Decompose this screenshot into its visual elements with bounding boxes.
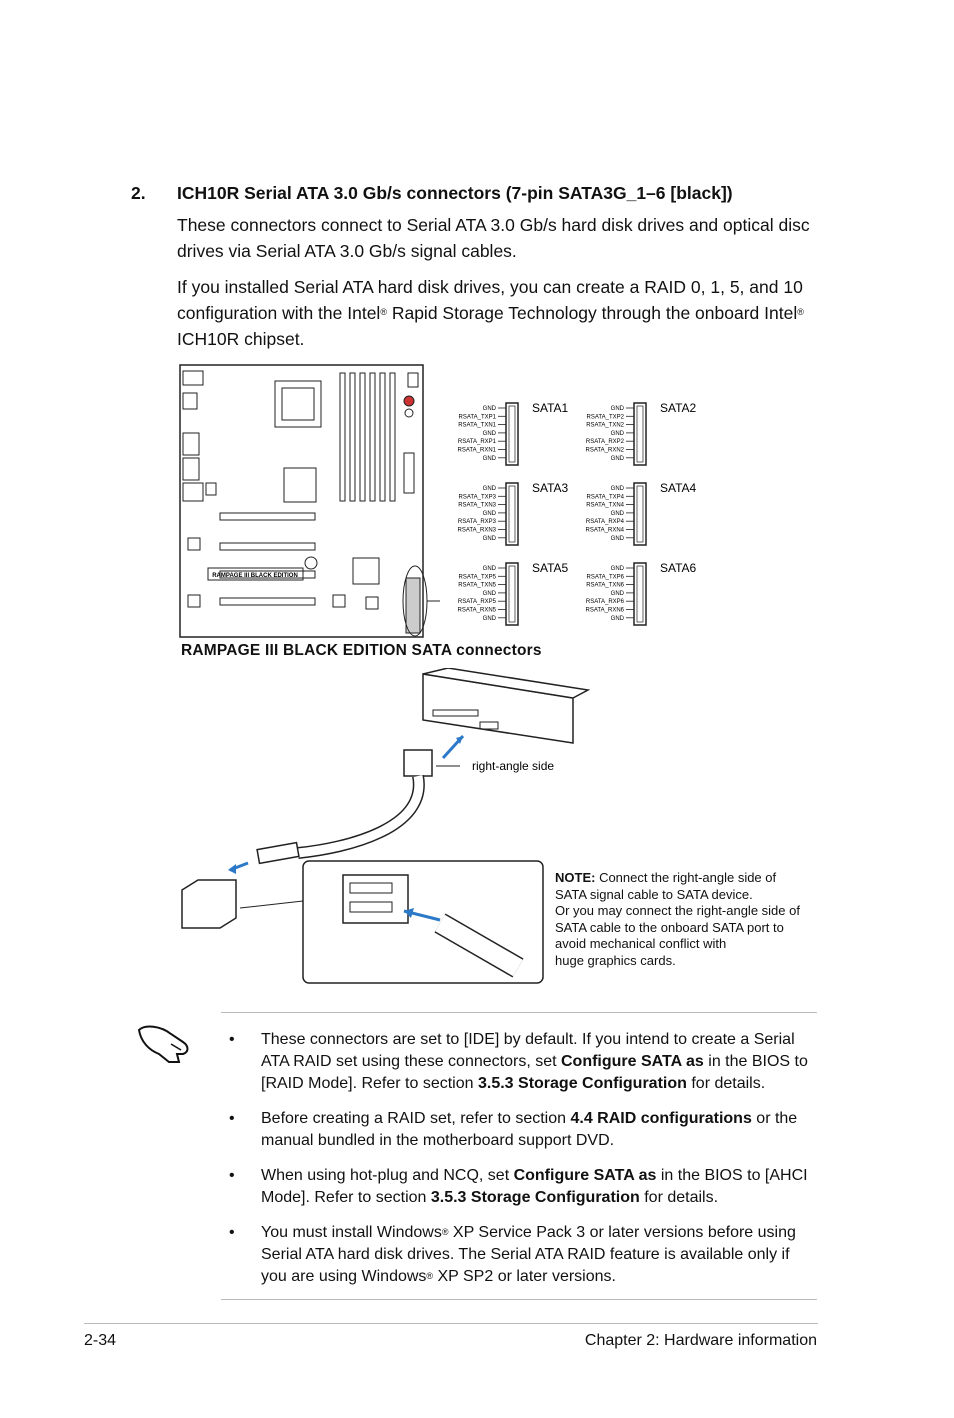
pin-label: GND — [611, 591, 625, 597]
pin-label: RSATA_TXN3 — [458, 503, 496, 509]
diagram-caption: RAMPAGE III BLACK EDITION SATA connector… — [181, 642, 542, 659]
pin-label: GND — [483, 431, 497, 437]
paragraph-2: If you installed Serial ATA hard disk dr… — [177, 277, 804, 349]
pin-label: RSATA_RXP5 — [458, 599, 497, 605]
pin-label: RSATA_TXN1 — [458, 423, 496, 429]
pin-label: GND — [483, 486, 497, 492]
pin-label: RSATA_TXP4 — [587, 494, 625, 500]
pin-label: GND — [483, 616, 497, 622]
pin-label: RSATA_TXP3 — [459, 494, 497, 500]
section-title: ICH10R Serial ATA 3.0 Gb/s connectors (7… — [177, 183, 733, 203]
pin-label: GND — [611, 486, 625, 492]
notes-box — [221, 1012, 817, 1300]
sata-name: SATA3 — [532, 481, 569, 495]
pin-label: RSATA_TXN4 — [586, 503, 624, 509]
pin-label: GND — [611, 406, 625, 412]
pin-label: GND — [483, 406, 497, 412]
pin-label: GND — [611, 566, 625, 572]
pin-label: RSATA_TXP2 — [587, 414, 625, 420]
pin-label: RSATA_TXP1 — [459, 414, 497, 420]
pin-label: GND — [611, 511, 625, 517]
diagram-note: NOTE: Connect the right-angle side of SA… — [555, 870, 800, 968]
section-number: 2. — [131, 183, 146, 203]
pin-label: RSATA_TXN2 — [586, 423, 624, 429]
sata-connector-5: GNDRSATA_TXP5RSATA_TXN5GNDRSATA_RXP5RSAT… — [458, 561, 569, 626]
pin-label: RSATA_RXN2 — [586, 448, 625, 454]
pin-label: RSATA_RXP1 — [458, 439, 497, 445]
sata-name: SATA5 — [532, 561, 569, 575]
pin-label: GND — [611, 616, 625, 622]
pin-label: RSATA_RXP3 — [458, 519, 497, 525]
pin-label: RSATA_RXN5 — [458, 608, 497, 614]
sata-connector-1: GNDRSATA_TXP1RSATA_TXN1GNDRSATA_RXP1RSAT… — [458, 401, 569, 466]
sata-connector-4: GNDRSATA_TXP4RSATA_TXN4GNDRSATA_RXP4RSAT… — [586, 481, 697, 546]
pin-label: GND — [483, 511, 497, 517]
sata-name: SATA4 — [660, 481, 697, 495]
pin-label: GND — [611, 431, 625, 437]
sata-name: SATA6 — [660, 561, 697, 575]
chapter-title: Chapter 2: Hardware information — [584, 1332, 817, 1349]
hand-note-icon — [137, 1025, 189, 1063]
page-number: 2-34 — [84, 1332, 117, 1349]
pin-label: RSATA_RXN6 — [586, 608, 625, 614]
note-item: • You must install Windows® XP Service P… — [229, 1224, 796, 1285]
pin-label: RSATA_RXP6 — [586, 599, 625, 605]
sata-connector-2: GNDRSATA_TXP2RSATA_TXN2GNDRSATA_RXP2RSAT… — [586, 401, 697, 466]
sata-pinouts: GNDRSATA_TXP1RSATA_TXN1GNDRSATA_RXP1RSAT… — [458, 401, 697, 626]
note-item: • These connectors are set to [IDE] by d… — [229, 1031, 808, 1092]
pin-label: GND — [611, 456, 625, 462]
pin-label: RSATA_TXP5 — [459, 574, 497, 580]
pin-label: RSATA_RXP4 — [586, 519, 625, 525]
pin-label: RSATA_TXP6 — [587, 574, 625, 580]
sata-connector-3: GNDRSATA_TXP3RSATA_TXN3GNDRSATA_RXP3RSAT… — [458, 481, 569, 546]
right-angle-label: right-angle side — [472, 759, 554, 773]
note-item: • Before creating a RAID set, refer to s… — [229, 1110, 798, 1149]
pin-label: GND — [483, 536, 497, 542]
pin-label: RSATA_RXP2 — [586, 439, 625, 445]
footer-divider — [84, 1323, 818, 1324]
pin-label: GND — [483, 456, 497, 462]
pin-label: RSATA_TXN5 — [458, 583, 496, 589]
sata-connector-6: GNDRSATA_TXP6RSATA_TXN6GNDRSATA_RXP6RSAT… — [586, 561, 697, 626]
board-label: RAMPAGE III BLACK EDITION — [212, 573, 298, 579]
sata-name: SATA1 — [532, 401, 569, 415]
note-item: • When using hot-plug and NCQ, set Confi… — [229, 1167, 808, 1206]
sata-name: SATA2 — [660, 401, 697, 415]
section-heading: 2. ICH10R Serial ATA 3.0 Gb/s connectors … — [131, 183, 733, 204]
pin-label: GND — [611, 536, 625, 542]
pin-label: RSATA_TXN6 — [586, 583, 624, 589]
pin-label: GND — [483, 566, 497, 572]
pin-label: GND — [483, 591, 497, 597]
notes-list: • These connectors are set to [IDE] by d… — [229, 1029, 819, 1301]
paragraph-1: These connectors connect to Serial ATA 3… — [177, 215, 810, 261]
motherboard-diagram: RAMPAGE III BLACK EDITION GNDRSATA_TXP1R… — [179, 364, 697, 638]
pin-label: RSATA_RXN4 — [586, 528, 625, 534]
cable-illustration: right-angle side — [181, 668, 591, 984]
pin-label: RSATA_RXN1 — [458, 448, 497, 454]
pin-label: RSATA_RXN3 — [458, 528, 497, 534]
